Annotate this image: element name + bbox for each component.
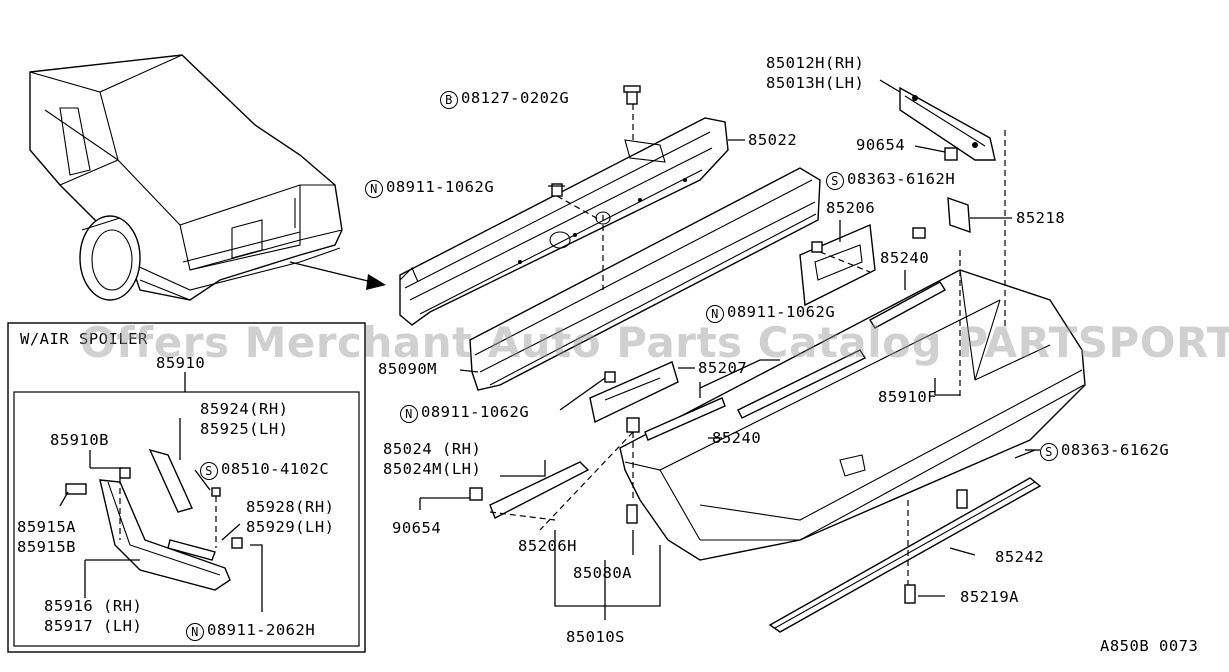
nut-symbol-icon: N	[186, 623, 204, 641]
label-85207: 85207	[698, 359, 748, 377]
watermark: Offers Merchant Auto Parts Catalog PARTS…	[80, 318, 1229, 367]
fasteners	[469, 85, 968, 604]
license-bracket-85206	[799, 223, 876, 307]
label-85218: 85218	[1016, 209, 1066, 227]
label-85080a: 85080A	[573, 564, 632, 582]
label-85925: 85925(LH)	[200, 420, 289, 438]
license-bracket-85207	[589, 361, 679, 424]
side-bracket-85012h	[899, 86, 996, 161]
label-85206h: 85206H	[518, 537, 577, 555]
screw-symbol-icon: S	[826, 172, 844, 190]
label-85916: 85916 (RH)	[44, 597, 143, 615]
air-spoiler-inset	[7, 322, 366, 653]
label-85928: 85928(RH)	[246, 498, 335, 516]
energy-absorber-85090m	[469, 167, 821, 391]
label-85929: 85929(LH)	[246, 518, 335, 536]
bumper-fascia	[619, 269, 1086, 561]
assembly-guides	[489, 104, 1006, 585]
label-85910f: 85910F	[878, 388, 937, 406]
leader-lines	[419, 79, 1040, 620]
label-85024: 85024 (RH)	[383, 440, 482, 458]
bracket-85218	[947, 196, 971, 234]
label-85915b: 85915B	[17, 538, 76, 556]
strip-85240	[644, 281, 946, 441]
label-90654-low: 90654	[392, 519, 442, 537]
label-85219a: 85219A	[960, 588, 1019, 606]
label-85022: 85022	[748, 131, 798, 149]
direction-arrow	[289, 261, 386, 290]
label-85910: 85910	[156, 354, 206, 372]
bumper-reinforcement-85022	[399, 117, 729, 326]
label-85024m: 85024M(LH)	[383, 460, 482, 478]
side-bracket-85024	[489, 461, 590, 519]
inset-title: W/AIR SPOILER	[20, 330, 148, 348]
lower-trim-85242	[768, 477, 1042, 633]
label-85090m: 85090M	[378, 360, 437, 378]
label-85012h: 85012H(RH)	[766, 54, 865, 72]
label-85910b: 85910B	[50, 431, 109, 449]
diagram-code: A850B 0073	[1100, 637, 1199, 655]
bolt-symbol-icon: B	[440, 91, 458, 109]
label-85917: 85917 (LH)	[44, 617, 143, 635]
label-85240-low: 85240	[712, 429, 762, 447]
label-85206: 85206	[826, 199, 876, 217]
car-rear-illustration	[29, 54, 343, 301]
label-85010s: 85010S	[566, 628, 625, 646]
label-85013h: 85013H(LH)	[766, 74, 865, 92]
label-85924: 85924(RH)	[200, 400, 289, 418]
nut-symbol-icon: N	[400, 405, 418, 423]
label-85240-top: 85240	[880, 249, 930, 267]
nut-symbol-icon: N	[365, 180, 383, 198]
label-90654-top: 90654	[856, 136, 906, 154]
nut-symbol-icon: N	[706, 305, 724, 323]
label-85242: 85242	[995, 548, 1045, 566]
screw-symbol-icon: S	[1040, 443, 1058, 461]
screw-symbol-icon: S	[200, 462, 218, 480]
label-85915a: 85915A	[17, 518, 76, 536]
